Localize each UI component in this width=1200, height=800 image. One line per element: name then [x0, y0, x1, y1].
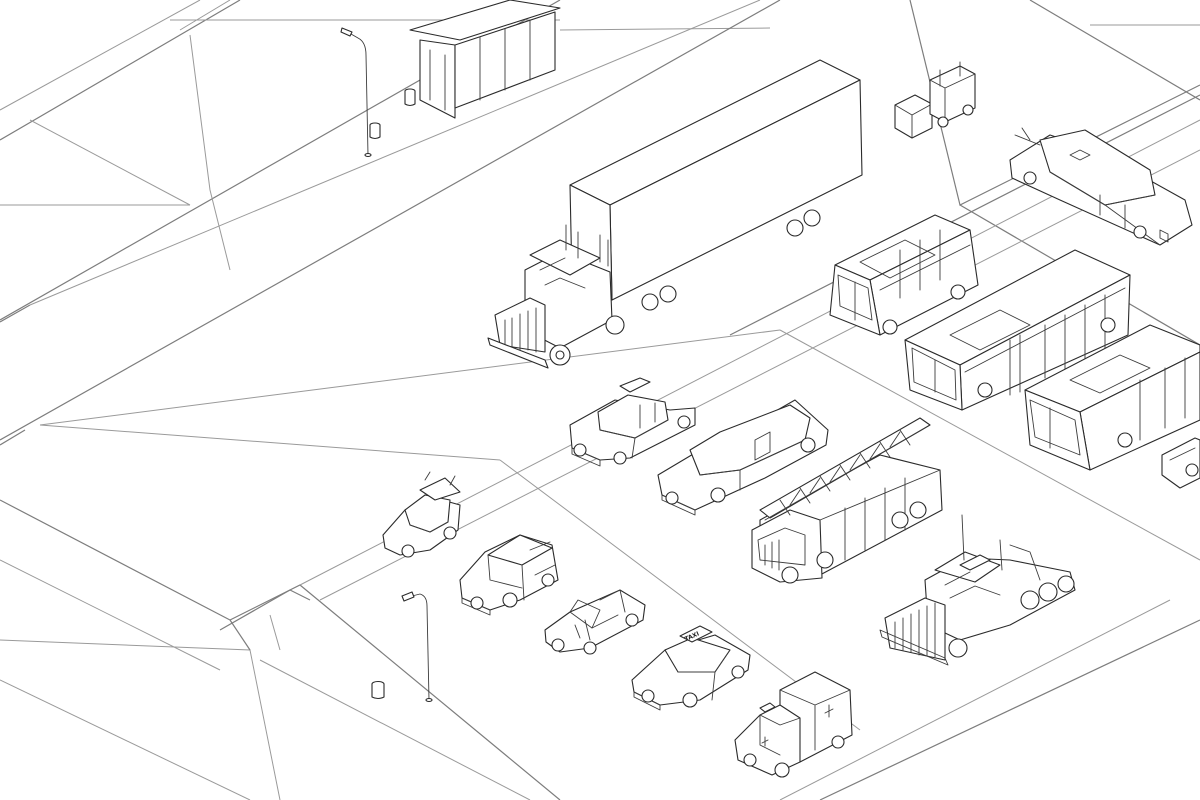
small-car: [382, 471, 461, 558]
van: [459, 534, 559, 616]
forklift: [894, 61, 976, 139]
bus-stop-shelter: [409, 0, 561, 119]
trash-can: [369, 122, 381, 140]
articulated-bus: [904, 249, 1131, 411]
convertible: [544, 589, 646, 655]
city-bus: [1024, 324, 1200, 471]
street-lamp: [340, 27, 372, 158]
police-car: [569, 377, 696, 467]
limousine: [1009, 127, 1193, 246]
city-bus: [829, 214, 979, 336]
street-lamp: [401, 591, 433, 703]
hearse: [657, 399, 829, 516]
fire-truck-ladder: [751, 417, 943, 584]
taxi-roof-sign: TAXI: [679, 625, 713, 643]
ambulance: [734, 671, 853, 778]
cross-icon: [761, 704, 834, 747]
taxi: TAXI: [631, 625, 751, 711]
semi-truck-with-trailer: [487, 59, 863, 369]
tow-truck: [879, 514, 1076, 666]
trash-can: [404, 88, 416, 107]
small-car: [1161, 437, 1200, 489]
trash-can: [371, 680, 385, 700]
